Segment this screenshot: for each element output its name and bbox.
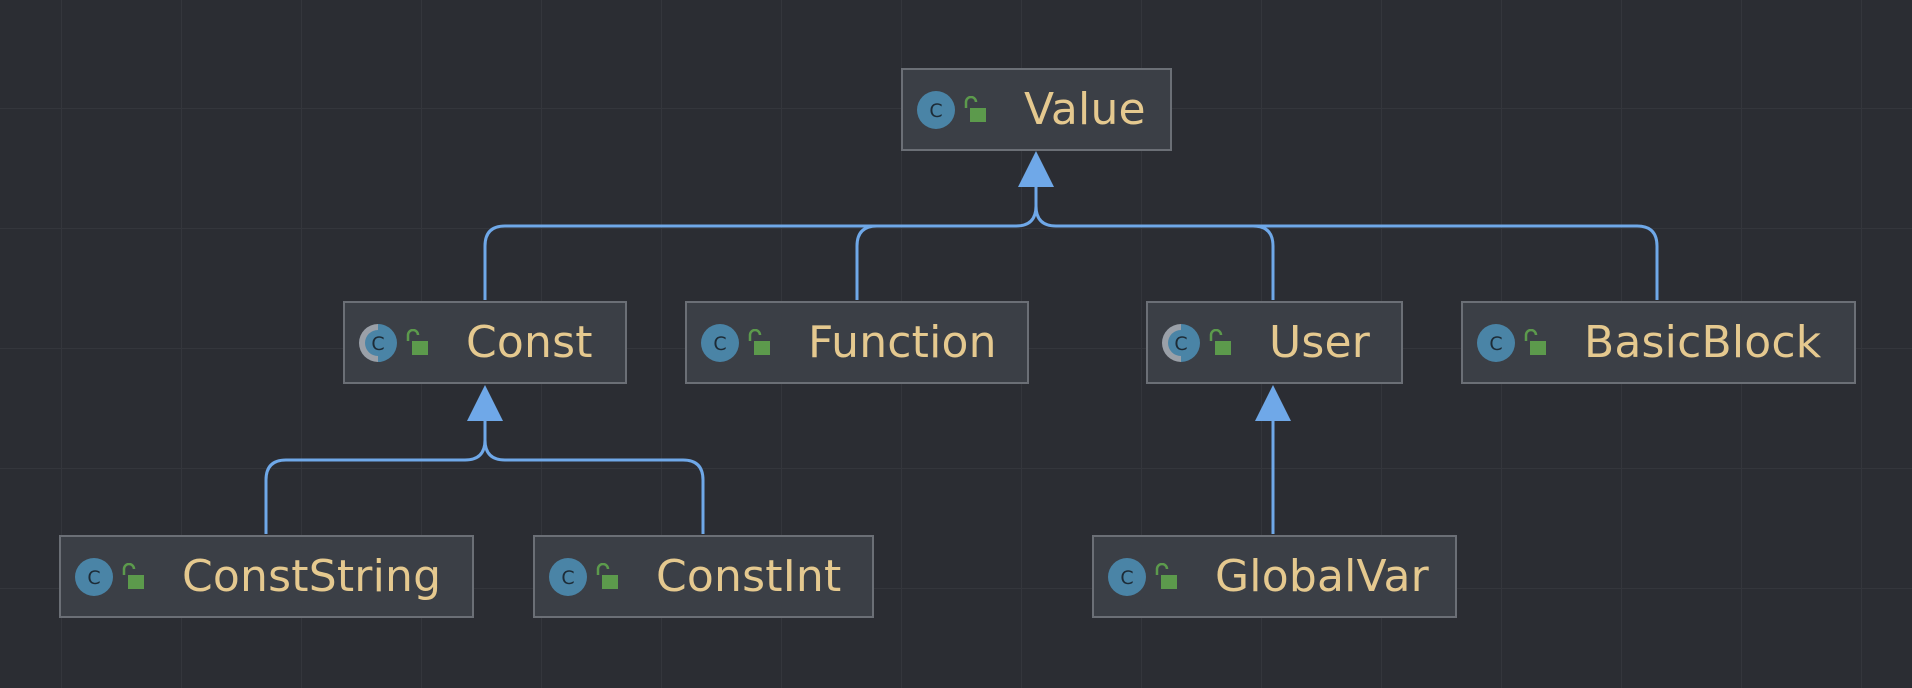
class-node-basicblock[interactable]: C BasicBlock xyxy=(1461,301,1856,384)
public-lock-icon xyxy=(404,328,430,357)
edge-conststring-to-const xyxy=(264,421,487,534)
class-node-conststring[interactable]: C ConstString xyxy=(59,535,474,618)
svg-text:C: C xyxy=(371,333,384,355)
class-name: GlobalVar xyxy=(1215,550,1429,602)
class-icon: C xyxy=(1108,557,1146,596)
edge-user-to-value xyxy=(1034,205,1275,300)
class-node-value[interactable]: C Value xyxy=(901,68,1172,151)
class-name: Function xyxy=(808,316,997,368)
class-node-user[interactable]: C User xyxy=(1146,301,1403,384)
edge-constint-to-const xyxy=(483,439,705,534)
class-name: ConstString xyxy=(182,550,442,602)
edge-function-to-value xyxy=(855,224,1016,300)
class-icon: C xyxy=(1477,323,1515,362)
svg-text:C: C xyxy=(713,333,726,355)
class-node-constint[interactable]: C ConstInt xyxy=(533,535,874,618)
class-icon: C xyxy=(917,90,955,129)
public-lock-icon xyxy=(962,95,988,124)
class-node-globalvar[interactable]: C GlobalVar xyxy=(1092,535,1457,618)
edge-const-to-value xyxy=(483,187,1038,300)
class-name: Value xyxy=(1024,83,1146,135)
class-name: User xyxy=(1269,316,1371,368)
inheritance-arrowhead xyxy=(1018,151,1054,187)
svg-text:C: C xyxy=(1174,333,1187,355)
abstract-class-icon: C xyxy=(359,323,397,362)
svg-text:C: C xyxy=(1489,333,1502,355)
class-name: BasicBlock xyxy=(1584,316,1822,368)
class-node-const[interactable]: C Const xyxy=(343,301,627,384)
svg-text:C: C xyxy=(87,567,100,589)
abstract-class-icon: C xyxy=(1162,323,1200,362)
inheritance-arrowhead xyxy=(1255,385,1291,421)
inheritance-arrowhead xyxy=(467,385,503,421)
class-icon: C xyxy=(75,557,113,596)
svg-text:C: C xyxy=(929,100,942,122)
class-icon: C xyxy=(701,323,739,362)
public-lock-icon xyxy=(746,328,772,357)
svg-text:C: C xyxy=(1120,567,1133,589)
public-lock-icon xyxy=(120,562,146,591)
class-name: ConstInt xyxy=(656,550,842,602)
class-name: Const xyxy=(466,316,593,368)
edge-basicblock-to-value xyxy=(1253,224,1659,300)
public-lock-icon xyxy=(594,562,620,591)
class-node-function[interactable]: C Function xyxy=(685,301,1029,384)
public-lock-icon xyxy=(1153,562,1179,591)
public-lock-icon xyxy=(1522,328,1548,357)
svg-text:C: C xyxy=(561,567,574,589)
public-lock-icon xyxy=(1207,328,1233,357)
class-icon: C xyxy=(549,557,587,596)
